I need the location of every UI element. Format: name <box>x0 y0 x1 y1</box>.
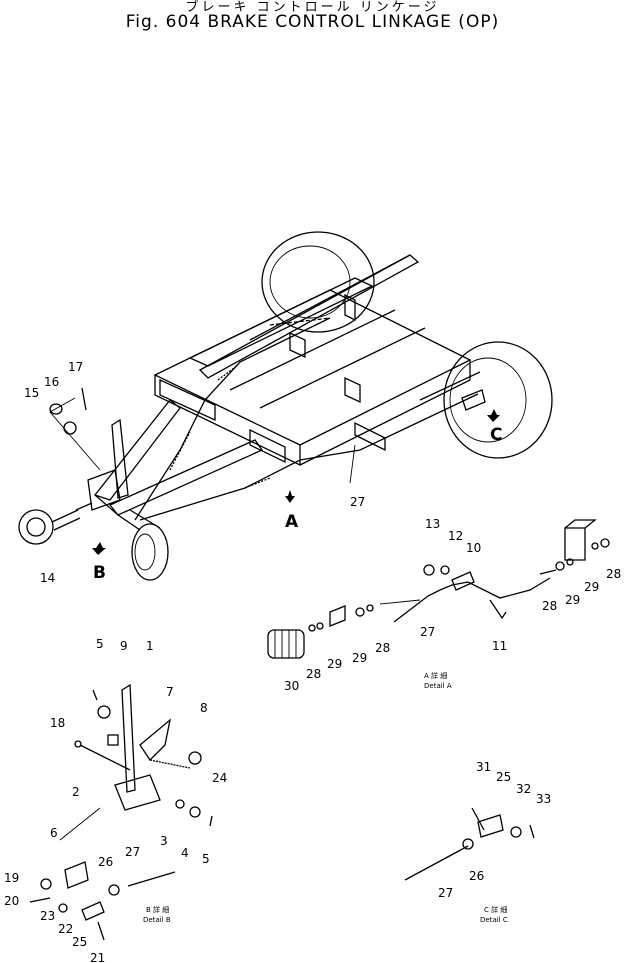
detail-c-label: Detail C <box>480 916 508 924</box>
callout-number: 33 <box>536 792 551 806</box>
callout-number: 19 <box>4 871 19 885</box>
callout-number: 27 <box>438 886 453 900</box>
trailer-assembly <box>18 231 553 581</box>
drawbar <box>93 399 181 501</box>
callout-number: 29 <box>352 651 367 665</box>
detail-a-label-jp: A 詳 細 <box>424 671 447 680</box>
detail-c-label-jp: C 詳 細 <box>484 905 507 914</box>
callout-number: 31 <box>476 760 491 774</box>
callout-number: 14 <box>40 571 55 585</box>
callout-number: 29 <box>327 657 342 671</box>
callout-number: 28 <box>306 667 321 681</box>
chassis-frame <box>153 289 472 446</box>
callout-number: 6 <box>50 826 58 840</box>
callout-number: 25 <box>72 935 87 949</box>
detail-c-clevis <box>477 814 504 838</box>
detail-a-cable <box>393 589 441 623</box>
callout-number: 10 <box>466 541 481 555</box>
tow-eye <box>18 509 54 545</box>
callout-number: 2 <box>72 785 80 799</box>
callout-number: 13 <box>425 517 440 531</box>
callout-number: 28 <box>542 599 557 613</box>
callout-number: 8 <box>200 701 208 715</box>
callout-number: 28 <box>375 641 390 655</box>
callout-number: 23 <box>40 909 55 923</box>
diagram-title-japanese: ブレーキ コントロール リンケージ <box>185 0 440 15</box>
rubber-boot <box>267 629 305 659</box>
callout-number: 29 <box>584 580 599 594</box>
callout-number: 25 <box>496 770 511 784</box>
detail-c-drawing <box>404 807 535 881</box>
callout-number: 3 <box>160 834 168 848</box>
detail-a-label: Detail A <box>424 682 452 690</box>
callout-number: 27 <box>125 845 140 859</box>
callout-number: 17 <box>68 360 83 374</box>
callout-number: 22 <box>58 922 73 936</box>
callout-number: 29 <box>565 593 580 607</box>
callout-number: 21 <box>90 951 105 963</box>
detail-b-drawing <box>29 683 213 941</box>
callout-number: 26 <box>98 855 113 869</box>
brake-lever <box>121 683 136 793</box>
callout-number: 11 <box>492 639 507 653</box>
callout-number: 32 <box>516 782 531 796</box>
callout-number: 4 <box>181 846 189 860</box>
caster-wheel <box>131 523 169 581</box>
callout-number: 9 <box>120 639 128 653</box>
brake-cable-rear <box>139 393 479 521</box>
callout-number: 5 <box>202 852 210 866</box>
detail-a-drawing <box>267 519 610 659</box>
right-wheel <box>443 341 553 459</box>
view-marker-c: C <box>490 425 502 445</box>
view-marker-a: A <box>285 512 299 532</box>
callout-number: 15 <box>24 386 39 400</box>
rear-wheel <box>261 231 375 333</box>
callout-number: 26 <box>469 869 484 883</box>
view-marker-b: B <box>93 563 106 583</box>
callout-number: 27 <box>350 495 365 509</box>
callout-number: 18 <box>50 716 65 730</box>
diagram-title: Fig. 604 BRAKE CONTROL LINKAGE (OP) <box>125 12 500 32</box>
callout-number: 27 <box>420 625 435 639</box>
callout-number: 28 <box>606 567 621 581</box>
detail-b-label: Detail B <box>143 916 171 924</box>
detail-a-bracket <box>564 527 586 561</box>
callout-number: 12 <box>448 529 463 543</box>
detail-b-label-jp: B 詳 細 <box>146 905 169 914</box>
callout-number: 7 <box>166 685 174 699</box>
callout-number: 20 <box>4 894 19 908</box>
callout-number: 24 <box>212 771 227 785</box>
callout-number: 5 <box>96 637 104 651</box>
callout-number: 16 <box>44 375 59 389</box>
callout-number: 30 <box>284 679 299 693</box>
brake-cable-front <box>134 317 331 521</box>
callout-number: 1 <box>146 639 154 653</box>
